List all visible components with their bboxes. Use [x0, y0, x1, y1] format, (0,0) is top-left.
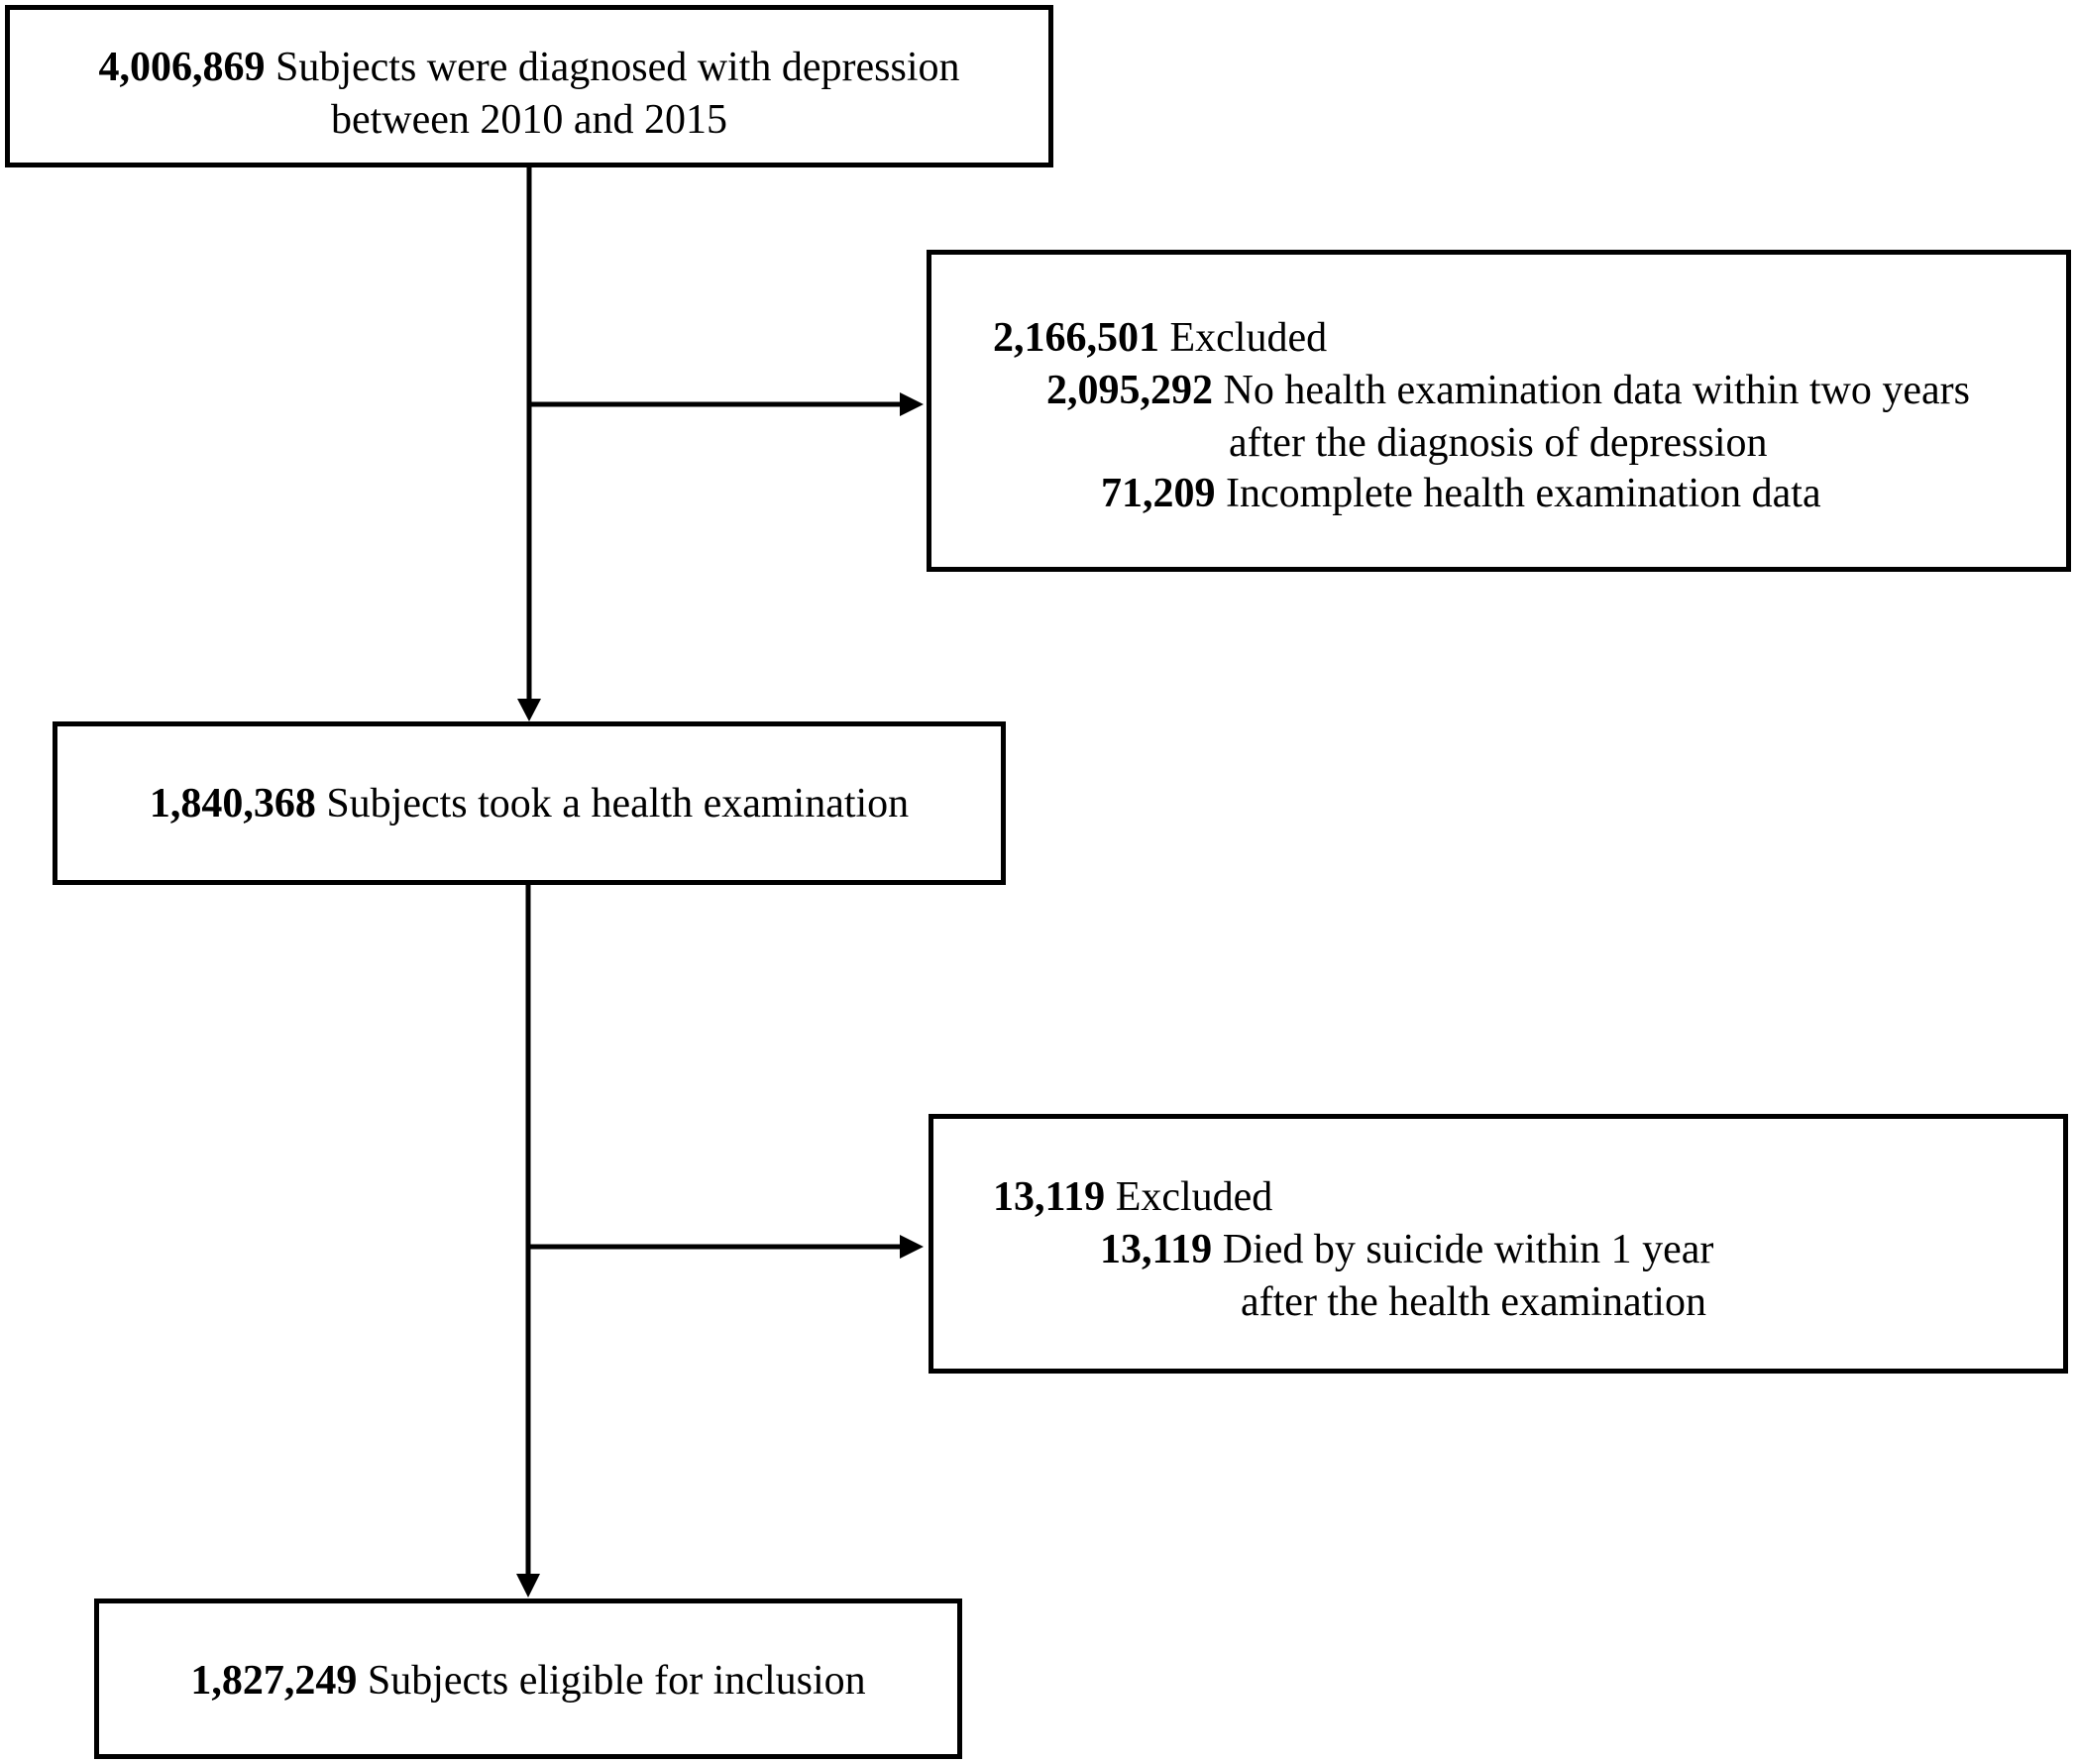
eligible-text: Subjects eligible for inclusion: [367, 1658, 866, 1704]
exclusion2-count: 13,119: [993, 1174, 1106, 1220]
box-eligible-line: 1,827,249 Subjects eligible for inclusio…: [99, 1655, 957, 1708]
exclusion2-item1-count: 13,119: [1100, 1227, 1213, 1272]
exclusion1-count: 2,166,501: [993, 315, 1159, 361]
health-examination-count: 1,840,368: [149, 781, 316, 827]
exclusion2-item1-line2: after the health examination: [1241, 1279, 1706, 1325]
exclusion1-header: 2,166,501 Excluded: [993, 312, 1327, 365]
box-exclusion-1: 2,166,501 Excluded 2,095,292 No health e…: [927, 250, 2071, 572]
box-exclusion-2: 13,119 Excluded 13,119 Died by suicide w…: [929, 1114, 2068, 1374]
box-diagnosed-line1: 4,006,869 Subjects were diagnosed with d…: [10, 42, 1048, 94]
exclusion2-item1-cont: after the health examination: [1241, 1276, 1706, 1329]
exclusion1-item2-count: 71,209: [1101, 471, 1216, 516]
exclusion2-label: Excluded: [1115, 1174, 1273, 1220]
exclusion1-item1-cont: after the diagnosis of depression: [1229, 417, 1768, 470]
arrowhead-exclusion1: [900, 392, 924, 416]
exclusion1-item2: 71,209 Incomplete health examination dat…: [1101, 468, 1821, 520]
exclusion1-item1-line1: No health examination data within two ye…: [1223, 368, 1970, 413]
exclusion2-item1-line1: Died by suicide within 1 year: [1222, 1227, 1714, 1272]
health-examination-text: Subjects took a health examination: [326, 781, 910, 827]
exclusion1-item1: 2,095,292 No health examination data wit…: [1046, 365, 1970, 417]
arrowhead-box3: [516, 1574, 540, 1598]
box-diagnosed-line2: between 2010 and 2015: [10, 94, 1048, 147]
exclusion1-label: Excluded: [1169, 315, 1328, 361]
eligible-count: 1,827,249: [190, 1658, 358, 1704]
box-eligible-subjects: 1,827,249 Subjects eligible for inclusio…: [94, 1599, 962, 1759]
exclusion2-header: 13,119 Excluded: [993, 1171, 1272, 1224]
exclusion1-item2-line1: Incomplete health examination data: [1226, 471, 1821, 516]
arrowhead-exclusion2: [900, 1235, 924, 1259]
diagnosed-text-line2: between 2010 and 2015: [330, 97, 728, 143]
box-health-examination: 1,840,368 Subjects took a health examina…: [53, 721, 1006, 885]
arrowhead-box2: [517, 699, 541, 721]
box-diagnosed-subjects: 4,006,869 Subjects were diagnosed with d…: [5, 5, 1053, 167]
exclusion1-item1-count: 2,095,292: [1046, 368, 1213, 413]
diagnosed-count: 4,006,869: [98, 45, 266, 90]
exclusion1-item1-line2: after the diagnosis of depression: [1229, 420, 1768, 466]
diagnosed-text-line1: Subjects were diagnosed with depression: [274, 45, 960, 90]
box-health-examination-line: 1,840,368 Subjects took a health examina…: [57, 778, 1001, 830]
exclusion2-item1: 13,119 Died by suicide within 1 year: [1100, 1224, 1713, 1276]
